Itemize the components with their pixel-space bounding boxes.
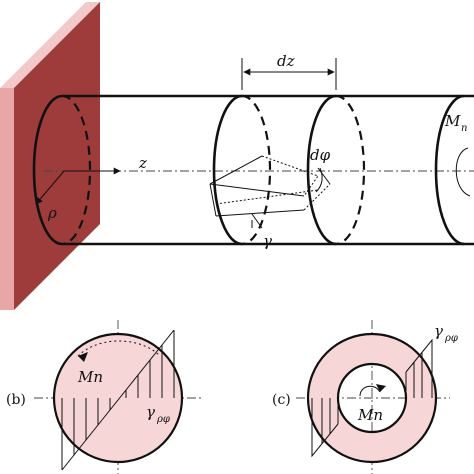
label-dphi: dφ <box>310 146 331 164</box>
fixed-wall <box>0 2 100 310</box>
wall-top-face <box>0 2 100 88</box>
wall-side-face <box>0 88 14 310</box>
panel-b-gamma-sub: ρφ <box>156 414 170 425</box>
label-mn-top-sub: n <box>461 123 467 134</box>
slice-right-front <box>306 94 337 246</box>
panel-b-torque-arrowhead <box>78 352 88 362</box>
panel-b-solid-section: (b) Mn γ ρφ <box>6 320 202 474</box>
slice-left-front <box>212 94 243 246</box>
panel-b-label: (b) <box>6 392 26 408</box>
slice-right-back <box>335 94 366 246</box>
panel-b-stress-line <box>61 329 175 471</box>
torque-curl-top <box>455 147 471 197</box>
panel-c-torque-curl <box>359 385 381 397</box>
panel-c-ring <box>306 332 438 464</box>
panel-c-gamma-sub: ρφ <box>444 333 458 344</box>
panel-c-gamma: γ <box>434 322 443 340</box>
panel-c-hollow-section: (c) Mn γ ρφ <box>272 320 458 474</box>
dphi-leader <box>315 167 323 193</box>
label-z: z <box>138 154 147 172</box>
label-mn-top: M <box>444 112 461 130</box>
wall-front-face <box>14 2 100 310</box>
gamma-leader <box>251 213 263 229</box>
label-gamma: γ <box>263 232 272 250</box>
shear-element <box>209 155 331 228</box>
shaft: dz z ρ dφ γ M n <box>32 52 474 250</box>
panel-b-stress-hatch <box>73 345 163 455</box>
shaft-end-left <box>32 94 63 246</box>
panel-c-torque-arrowhead <box>376 384 386 392</box>
label-dz: dz <box>277 52 295 70</box>
panel-b-torque-arc <box>77 340 161 357</box>
radius-vector <box>35 170 65 205</box>
panel-b-mn: Mn <box>77 368 103 386</box>
panel-b-section <box>52 332 184 464</box>
panel-b-gamma: γ <box>146 403 155 421</box>
shaft-end-left-hidden <box>61 94 92 246</box>
label-rho: ρ <box>47 204 57 222</box>
panel-c-stress-hatch <box>311 338 433 458</box>
panel-c-mn: Mn <box>357 406 383 424</box>
slice-left-back <box>241 94 272 246</box>
panel-c-label: (c) <box>272 392 291 408</box>
shaft-end-right <box>434 94 465 246</box>
